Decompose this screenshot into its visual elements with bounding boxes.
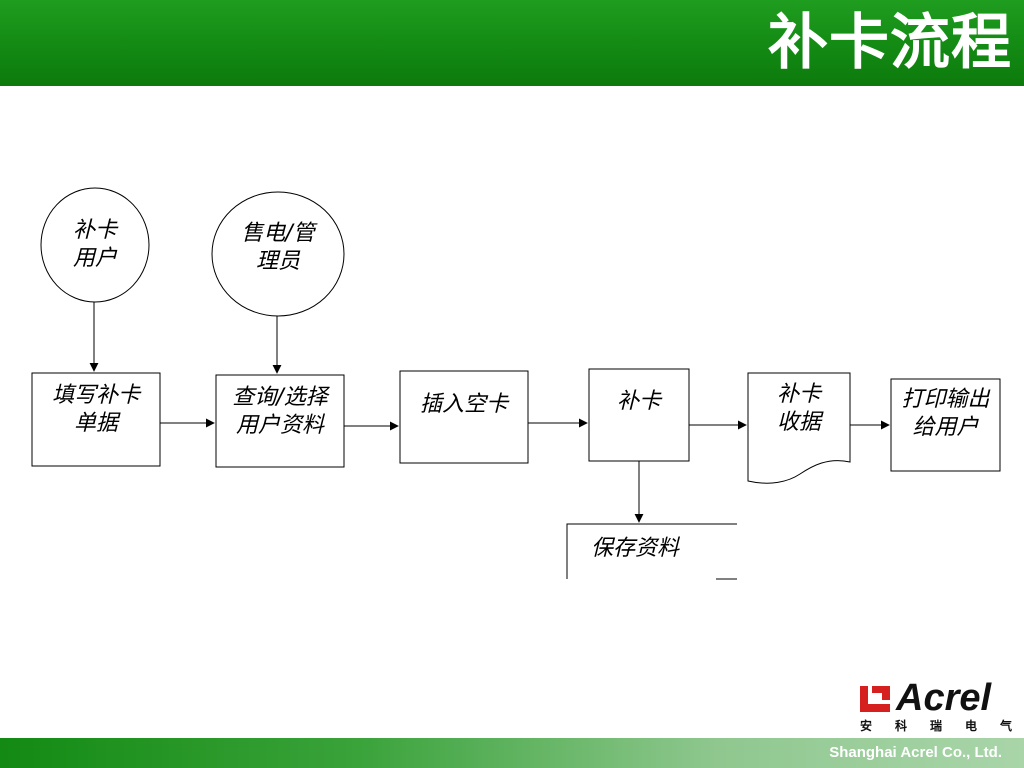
acrel-logo-chinese: 安 科 瑞 电 气 [860,718,1012,734]
node-fill-form-label: 填写补卡 单据 [51,383,140,436]
acrel-logo-char: 电 [964,719,977,733]
footer-bar [0,738,1024,768]
node-insert-card-shape [399,370,529,464]
node-print-label: 打印输出 给用户 [901,387,990,440]
node-reissue-shape [588,368,690,462]
acrel-logo-char: 科 [894,719,907,733]
node-receipt-shape [747,372,851,484]
header-bar [0,0,1024,86]
acrel-logo-char: 气 [999,719,1012,733]
acrel-logo-mark-icon [860,686,890,712]
node-query-user-label: 查询/选择 用户资料 [232,385,328,438]
acrel-logo-wordmark: Acrel [896,677,992,719]
node-user-shape [40,187,150,303]
node-save-data-shape [566,523,737,579]
node-save-data-label: 保存资料 [590,536,679,561]
node-admin-label: 售电/管 理员 [241,221,315,274]
node-receipt-label: 补卡 收据 [776,382,821,435]
node-reissue-label: 补卡 [616,389,661,414]
node-query-user-shape [215,374,345,468]
node-print-shape [890,378,1001,472]
page-title: 补卡流程 [768,8,1012,78]
node-admin-shape [211,191,345,317]
node-user-label: 补卡 用户 [72,218,117,271]
node-insert-card-label: 插入空卡 [419,392,508,417]
acrel-logo-char: 瑞 [929,719,942,733]
acrel-logo: Acrel 安 科 瑞 电 气 [856,678,1016,736]
footer-company: Shanghai Acrel Co., Ltd. [829,744,1002,761]
node-fill-form-shape [31,372,161,467]
acrel-logo-char: 安 [860,719,873,733]
